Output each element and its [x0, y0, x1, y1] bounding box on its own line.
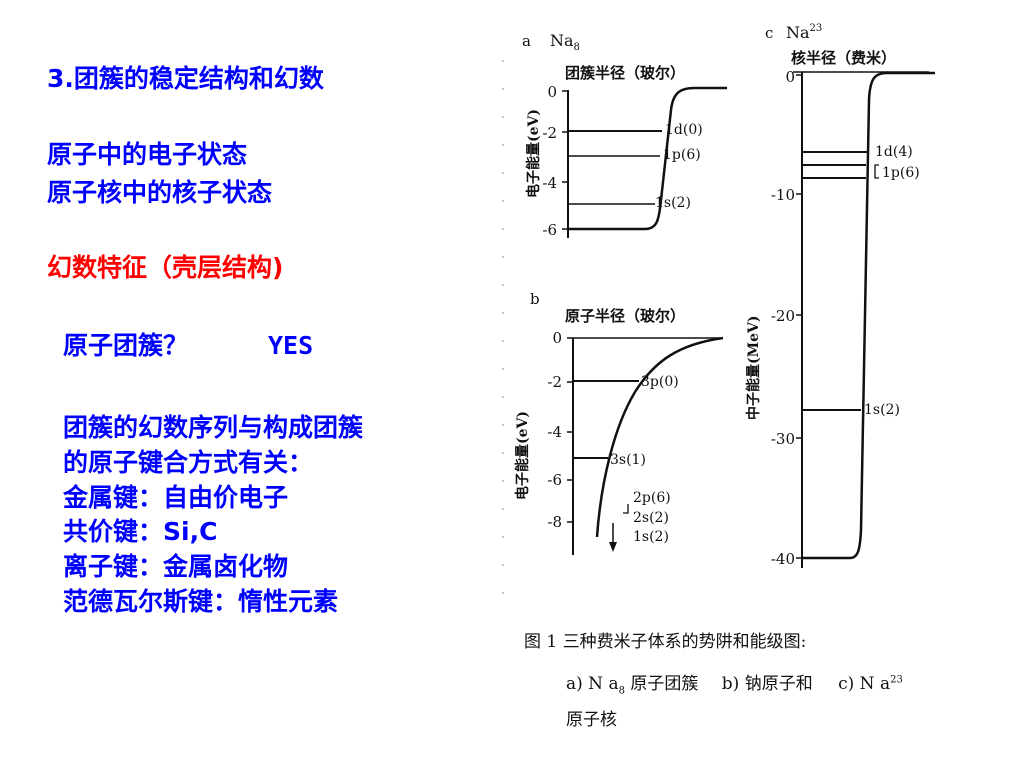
figure-caption-line3: 原子核	[566, 710, 617, 730]
panel-c-level-label: 1p(6)	[882, 165, 920, 181]
cluster-answer: YES	[268, 331, 314, 360]
panel-a-system: Na8	[550, 31, 580, 53]
panel-c-system: Na23	[786, 23, 822, 42]
bonding-line: 共价键：Si,C	[63, 517, 218, 547]
bonding-line: 的原子键合方式有关：	[63, 447, 314, 477]
panel-c-level-label: 1s(2)	[864, 402, 900, 418]
panel-b-ylabel: 电子能量(eV)	[514, 411, 531, 500]
panel-c: c Na23 核半径（费米） 中子能量(MeV) 0 -10 -20 -30 -…	[745, 23, 935, 568]
figure-caption-line2: a) N a8 原子团簇 b) 钠原子和 c) N a23	[566, 669, 903, 696]
panel-b-level-label: 2p(6)	[633, 490, 671, 506]
magic-number-feature: 幻数特征（壳层结构)	[47, 253, 284, 282]
panel-b-level-label: 1s(2)	[633, 529, 669, 545]
atom-electron-state: 原子中的电子状态	[47, 140, 248, 169]
panel-c-tick: -40	[771, 550, 795, 568]
panel-a-tick: -4	[542, 174, 557, 192]
panel-c-xlabel: 核半径（费米）	[791, 49, 896, 67]
caption-a-label: a) N a	[566, 674, 619, 694]
panel-a-level-label: 1p(6)	[663, 147, 701, 163]
nucleus-nucleon-state: 原子核中的核子状态	[47, 178, 273, 207]
caption-a-text: 原子团簇	[630, 674, 699, 694]
caption-a-sub: 8	[618, 685, 625, 697]
panel-a-level-label: 1s(2)	[655, 195, 691, 211]
bonding-line: 团簇的幻数序列与构成团簇	[63, 413, 364, 442]
panel-c-tick: -10	[771, 186, 795, 204]
panel-c-potential-curve	[802, 71, 935, 560]
panel-b-letter: b	[530, 290, 540, 308]
panel-b-tick: -4	[547, 423, 562, 441]
panel-a-tick: -2	[542, 124, 557, 142]
panel-b-tick: -6	[547, 471, 562, 489]
panel-a-xlabel: 团簇半径（玻尔）	[565, 64, 685, 82]
panel-b-xlabel: 原子半径（玻尔）	[565, 307, 685, 325]
panel-a: a Na8 团簇半径（玻尔） 电子能量(eV) 0 -2 -4 -6 1d(0)…	[522, 31, 727, 239]
panel-c-letter: c	[765, 24, 773, 42]
panel-b-tick: 0	[552, 329, 562, 347]
bonding-line: 金属键：自由价电子	[63, 482, 289, 512]
panel-c-level-label: 1d(4)	[875, 144, 913, 160]
panel-b: b 原子半径（玻尔） 电子能量(eV) 0 -2 -4 -6 -8 3p(0) …	[514, 290, 724, 555]
panel-c-tick: 0	[785, 68, 795, 86]
panel-a-level-label: 1d(0)	[665, 122, 703, 138]
bonding-line: 离子键：金属卤化物	[63, 552, 289, 582]
cluster-question: 原子团簇？	[63, 331, 189, 360]
panel-a-ylabel: 电子能量(eV)	[525, 109, 542, 198]
bonding-list: 团簇的幻数序列与构成团簇 的原子键合方式有关： 金属键：自由价电子 共价键：Si…	[63, 411, 363, 620]
panel-b-potential-curve	[595, 336, 724, 538]
caption-c-label: c) N a	[838, 674, 891, 694]
panel-b-tick: -8	[547, 513, 562, 531]
figure-caption-line1: 图 1 三种费米子体系的势阱和能级图:	[524, 632, 807, 652]
panel-c-ylabel: 中子能量(MeV)	[745, 315, 762, 420]
bonding-line: 范德瓦尔斯键：惰性元素	[63, 586, 339, 616]
panel-b-tick: -2	[547, 373, 562, 391]
panel-a-tick: -6	[542, 221, 557, 239]
panel-c-tick: -30	[771, 430, 795, 448]
panel-a-tick: 0	[547, 83, 557, 101]
panel-c-tick: -20	[771, 307, 795, 325]
potential-well-figure: a Na8 团簇半径（玻尔） 电子能量(eV) 0 -2 -4 -6 1d(0)…	[502, 23, 935, 620]
caption-b-label: b) 钠原子和	[721, 674, 813, 694]
panel-a-letter: a	[522, 32, 531, 50]
slide-title: 3.团簇的稳定结构和幻数	[47, 64, 324, 93]
panel-a-potential-curve	[568, 86, 727, 231]
panel-b-level-label: 2s(2)	[633, 510, 669, 526]
panel-b-level-label: 3p(0)	[641, 374, 679, 390]
panel-b-level-label: 3s(1)	[610, 452, 646, 468]
caption-c-sup: 23	[890, 674, 903, 686]
